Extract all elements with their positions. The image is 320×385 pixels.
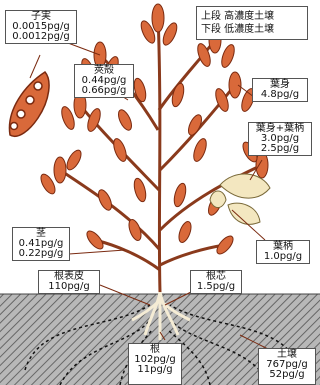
label-leaf-petiole-value-low: 2.5pg/g xyxy=(260,143,300,154)
label-leaf-name: 葉身 xyxy=(270,79,290,90)
label-leaf: 葉身 4.8pg/g xyxy=(252,78,308,102)
label-root: 根 102pg/g 11pg/g xyxy=(128,343,182,385)
label-soil-value-high: 767pg/g xyxy=(266,359,308,370)
seed-pod xyxy=(8,71,50,137)
label-leaf-value: 4.8pg/g xyxy=(260,89,300,100)
label-pod-value-low: 0.66pg/g xyxy=(81,85,127,96)
label-root-name: 根 xyxy=(150,344,160,355)
label-leaf-petiole-value-high: 3.0pg/g xyxy=(260,133,300,144)
label-root-surface: 根表皮 110pg/g xyxy=(38,270,100,294)
label-seed: 子実 0.0015pg/g 0.0012pg/g xyxy=(5,10,77,44)
label-petiole-name: 葉柄 xyxy=(273,241,293,252)
label-root-core-name: 根芯 xyxy=(206,271,226,282)
pale-leaf xyxy=(209,173,271,225)
label-stem-value-low: 0.22pg/g xyxy=(18,248,64,259)
label-soil: 土壌 767pg/g 52pg/g xyxy=(258,348,316,385)
label-stem-name: 茎 xyxy=(36,228,46,239)
label-seed-value-low: 0.0012pg/g xyxy=(12,31,70,42)
label-stem: 茎 0.41pg/g 0.22pg/g xyxy=(12,227,70,261)
label-soil-name: 土壌 xyxy=(277,349,297,360)
legend-box: 上段 高濃度土壌 下段 低濃度土壌 xyxy=(196,6,308,40)
label-root-core: 根芯 1.5pg/g xyxy=(190,270,242,294)
label-pod: 莢殻 0.44pg/g 0.66pg/g xyxy=(74,64,134,98)
label-seed-value-high: 0.0015pg/g xyxy=(12,21,70,32)
label-root-value-low: 11pg/g xyxy=(137,364,173,375)
leaves xyxy=(40,3,269,255)
label-root-core-value: 1.5pg/g xyxy=(196,281,236,292)
label-soil-value-low: 52pg/g xyxy=(269,369,305,380)
label-pod-name: 莢殻 xyxy=(94,65,114,76)
label-petiole-value: 1.0pg/g xyxy=(263,251,303,262)
label-root-surface-value: 110pg/g xyxy=(48,281,90,292)
label-stem-value-high: 0.41pg/g xyxy=(18,238,64,249)
legend-line-1: 上段 高濃度土壌 xyxy=(201,11,275,22)
label-pod-value-high: 0.44pg/g xyxy=(81,75,127,86)
label-petiole: 葉柄 1.0pg/g xyxy=(256,240,310,264)
label-root-value-high: 102pg/g xyxy=(134,354,176,365)
label-leaf-petiole-name: 葉身+葉柄 xyxy=(255,123,305,134)
label-leaf-petiole: 葉身+葉柄 3.0pg/g 2.5pg/g xyxy=(248,122,312,156)
label-seed-name: 子実 xyxy=(31,11,51,22)
label-root-surface-name: 根表皮 xyxy=(54,271,84,282)
legend-line-2: 下段 低濃度土壌 xyxy=(201,24,275,35)
